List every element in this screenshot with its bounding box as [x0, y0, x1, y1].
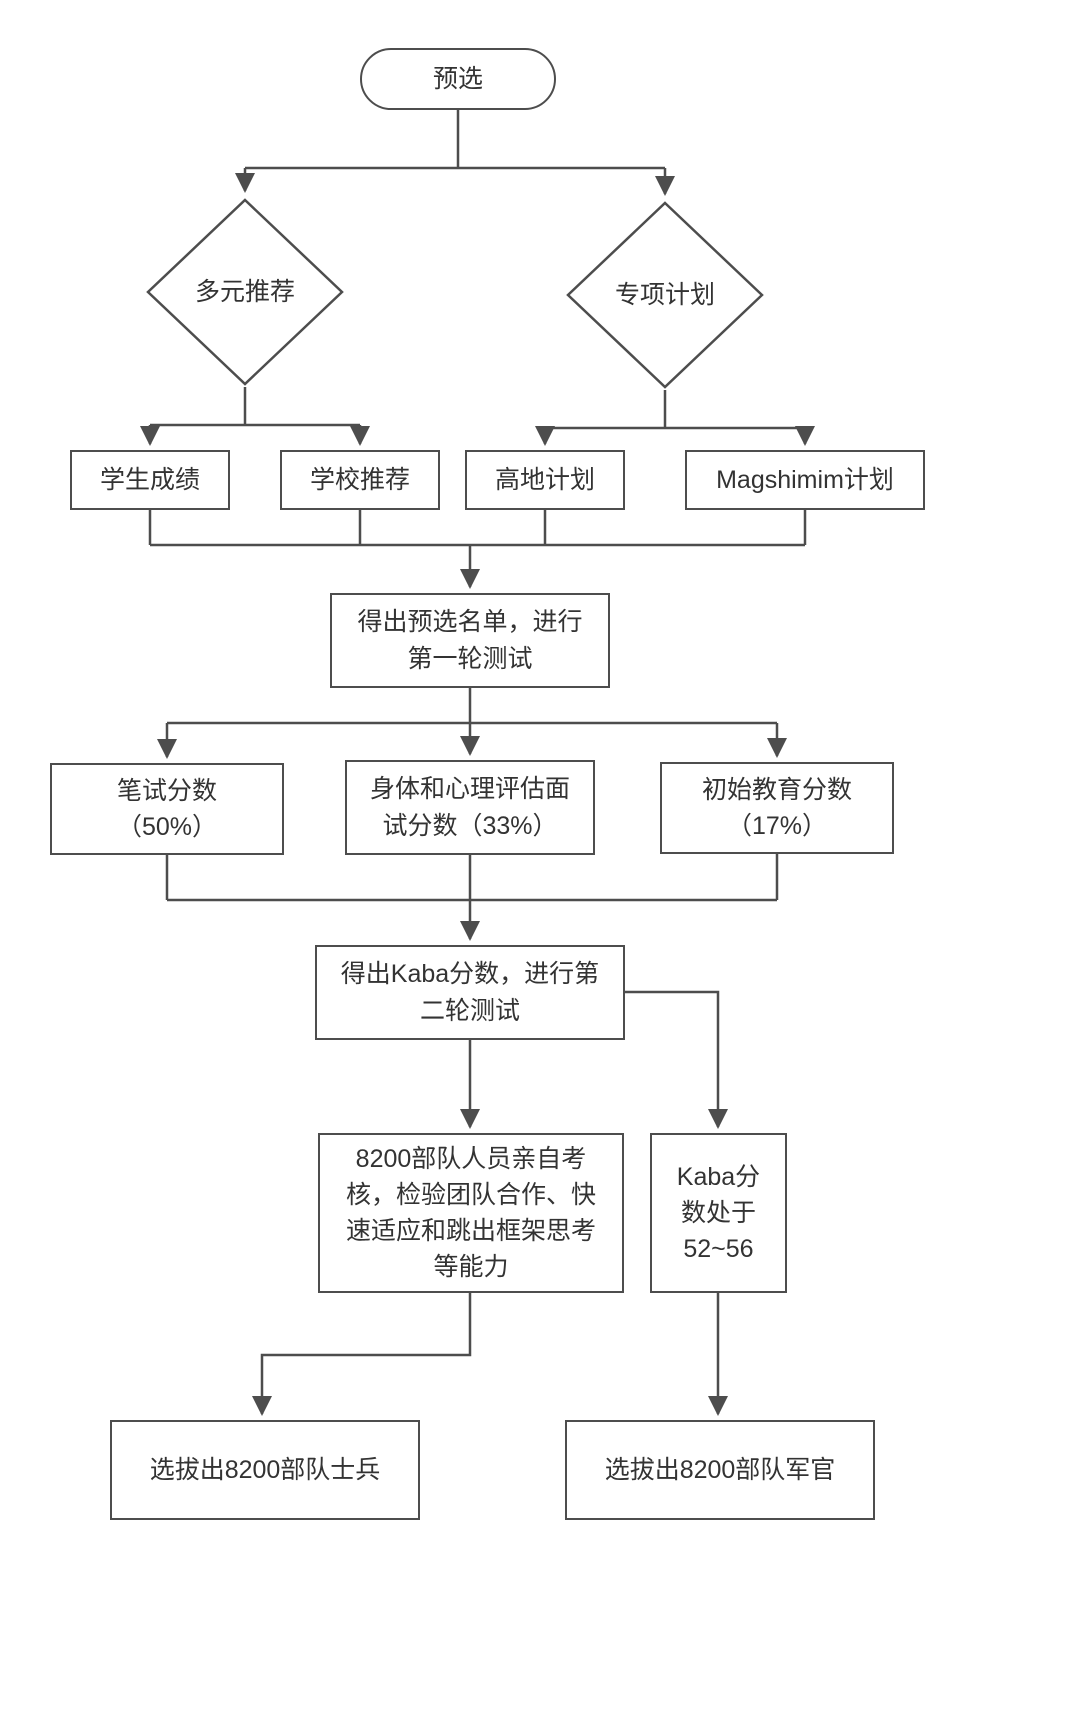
node-initial-education-score: 初始教育分数 （17%） — [660, 762, 894, 854]
node-student-grades: 学生成绩 — [70, 450, 230, 510]
node-label: 初始教育分数 （17%） — [701, 775, 852, 840]
diamond-shape — [146, 198, 344, 386]
node-label: 笔试分数 （50%） — [116, 776, 218, 841]
node-school-recommendation: 学校推荐 — [280, 450, 440, 510]
node-start-preselection: 预选 — [360, 48, 556, 110]
node-physical-psychological-score: 身体和心理评估面 试分数（33%） — [345, 760, 595, 855]
node-select-8200-officers: 选拔出8200部队军官 — [565, 1420, 875, 1520]
node-label: 选拔出8200部队士兵 — [149, 1455, 381, 1484]
node-label: 得出Kaba分数，进行第 二轮测试 — [340, 960, 600, 1025]
node-multi-recommendation: 多元推荐 — [145, 197, 345, 387]
node-label: Magshimim计划 — [716, 465, 894, 494]
node-kaba-range-52-56: Kaba分 数处于 52~56 — [650, 1133, 787, 1293]
node-label: 高地计划 — [494, 465, 595, 494]
node-label: 选拔出8200部队军官 — [604, 1455, 836, 1484]
node-8200-personal-assessment: 8200部队人员亲自考 核，检验团队合作、快 速适应和跳出框架思考 等能力 — [318, 1133, 624, 1293]
node-highland-plan: 高地计划 — [465, 450, 625, 510]
node-kaba-score-second-round: 得出Kaba分数，进行第 二轮测试 — [315, 945, 625, 1040]
node-label: 多元推荐 — [194, 277, 295, 306]
node-special-plan: 专项计划 — [565, 200, 765, 390]
diamond-shape — [566, 201, 764, 389]
node-select-8200-soldiers: 选拔出8200部队士兵 — [110, 1420, 420, 1520]
node-magshimim-plan: Magshimim计划 — [685, 450, 925, 510]
node-written-score: 笔试分数 （50%） — [50, 763, 284, 855]
node-label: 得出预选名单，进行 第一轮测试 — [357, 608, 583, 673]
node-shortlist-first-round: 得出预选名单，进行 第一轮测试 — [330, 593, 610, 688]
node-label: 学生成绩 — [99, 465, 200, 494]
node-label: 学校推荐 — [309, 465, 410, 494]
node-label: 8200部队人员亲自考 核，检验团队合作、快 速适应和跳出框架思考 等能力 — [345, 1144, 596, 1282]
node-label: 预选 — [432, 64, 483, 93]
node-label: 专项计划 — [614, 280, 715, 309]
node-label: Kaba分 数处于 52~56 — [676, 1162, 761, 1264]
node-label: 身体和心理评估面 试分数（33%） — [369, 775, 570, 840]
